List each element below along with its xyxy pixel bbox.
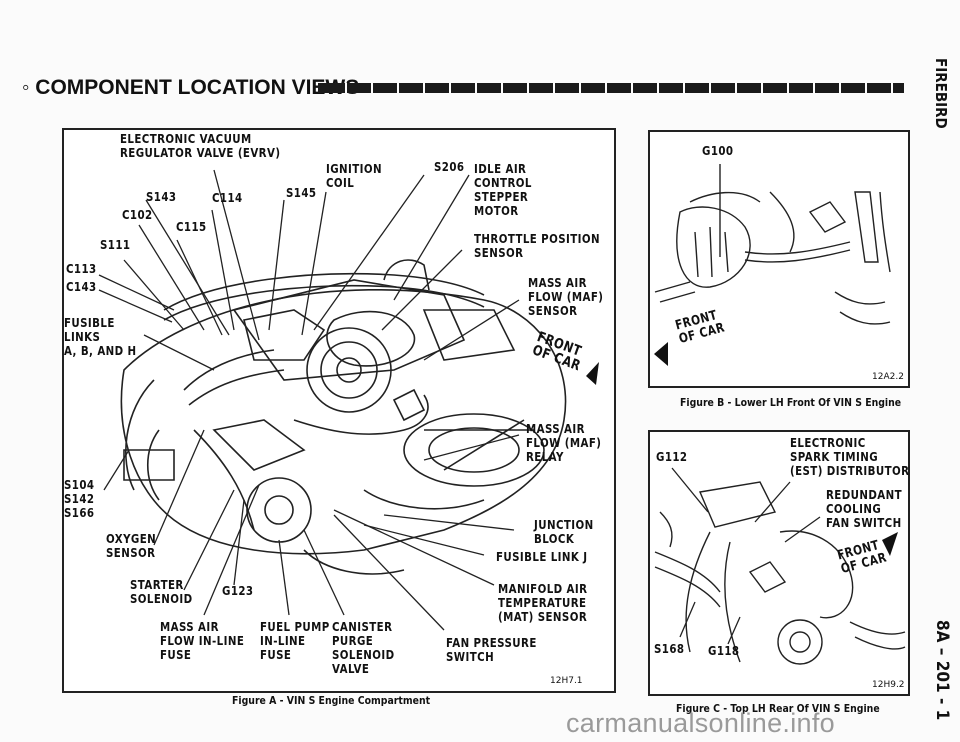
header-rule-tick xyxy=(891,83,893,93)
label-c102: C102 xyxy=(122,207,153,222)
side-tab-bottom: 8A – 201 - 1 xyxy=(912,620,960,730)
header-rule-tick xyxy=(865,83,867,93)
watermark-text: carmanualsonline.info xyxy=(566,708,835,738)
figure-b-front-arrow xyxy=(654,342,668,366)
figure-a-code: 12H7.1 xyxy=(550,676,583,686)
label-ignition-coil: IGNITION COIL xyxy=(326,161,383,190)
label-c113: C113 xyxy=(66,261,97,276)
label-s111: S111 xyxy=(100,237,131,252)
label-junction-block: JUNCTION BLOCK xyxy=(534,517,594,546)
page-title-text: COMPONENT LOCATION VIEWS xyxy=(35,76,360,99)
header-rule-tick xyxy=(813,83,815,93)
label-c115: C115 xyxy=(176,219,207,234)
label-fusible-links: FUSIBLE LINKS A, B, AND H xyxy=(64,315,137,358)
label-evrv: ELECTRONIC VACUUM REGULATOR VALVE (EVRV) xyxy=(120,131,281,160)
label-fan-pressure-switch: FAN PRESSURE SWITCH xyxy=(446,635,537,664)
header-rule-tick xyxy=(501,83,503,93)
label-s145: S145 xyxy=(286,185,317,200)
label-s206: S206 xyxy=(434,159,465,174)
header-rule-tick xyxy=(605,83,607,93)
label-maf-relay: MASS AIR FLOW (MAF) RELAY xyxy=(526,421,602,464)
header-rule-tick xyxy=(527,83,529,93)
header-rule-tick xyxy=(709,83,711,93)
label-g123: G123 xyxy=(222,583,254,598)
header-rule-tick xyxy=(423,83,425,93)
figure-b-code: 12A2.2 xyxy=(872,372,904,382)
label-canister-purge-valve: CANISTER PURGE SOLENOID VALVE xyxy=(332,619,395,676)
header-rule-bar xyxy=(318,83,904,93)
label-s143: S143 xyxy=(146,189,177,204)
label-fuel-pump-fuse: FUEL PUMP IN-LINE FUSE xyxy=(260,619,330,662)
label-g118: G118 xyxy=(708,643,740,658)
figure-a-front-arrow xyxy=(586,362,599,385)
figure-c-front-arrow xyxy=(882,532,898,556)
figure-b-panel: G100 FRONT OF CAR 12A2.2 xyxy=(648,130,910,388)
header-rule-tick xyxy=(735,83,737,93)
header-rule-tick xyxy=(397,83,399,93)
header-rule-tick xyxy=(371,83,373,93)
figure-c-panel: G112 ELECTRONIC SPARK TIMING (EST) DISTR… xyxy=(648,430,910,696)
header-rule-tick xyxy=(787,83,789,93)
label-fusible-link-j: FUSIBLE LINK J xyxy=(496,549,588,564)
label-maf-inline-fuse: MASS AIR FLOW IN-LINE FUSE xyxy=(160,619,245,662)
label-throttle-position-sensor: THROTTLE POSITION SENSOR xyxy=(474,231,600,260)
label-s168: S168 xyxy=(654,641,685,656)
label-est-distributor: ELECTRONIC SPARK TIMING (EST) DISTRIBUTO… xyxy=(790,435,910,478)
figure-c-code: 12H9.2 xyxy=(872,680,905,690)
header-rule-tick xyxy=(475,83,477,93)
header-rule-tick xyxy=(553,83,555,93)
header-rule-tick xyxy=(657,83,659,93)
figure-a-panel: ELECTRONIC VACUUM REGULATOR VALVE (EVRV)… xyxy=(62,128,616,693)
label-oxygen-sensor: OXYGEN SENSOR xyxy=(106,531,157,560)
header-rule-tick xyxy=(761,83,763,93)
side-model-label: FIREBIRD xyxy=(932,58,950,129)
label-starter-solenoid: STARTER SOLENOID xyxy=(130,577,193,606)
side-tab-top: FIREBIRD xyxy=(912,58,960,129)
label-c143: C143 xyxy=(66,279,97,294)
label-mat-sensor: MANIFOLD AIR TEMPERATURE (MAT) SENSOR xyxy=(498,581,588,624)
label-s104-s142-s166: S104 S142 S166 xyxy=(64,477,95,520)
bullet-glyph: ◦ xyxy=(22,76,30,99)
label-idle-air-control: IDLE AIR CONTROL STEPPER MOTOR xyxy=(474,161,532,218)
page-title: ◦ COMPONENT LOCATION VIEWS xyxy=(22,76,359,100)
header-rule-tick xyxy=(579,83,581,93)
header-rule-tick xyxy=(345,83,347,93)
figure-a-engine-drawing xyxy=(98,169,599,631)
side-page-number: 8A – 201 - 1 xyxy=(932,620,952,721)
label-redundant-fan-switch: REDUNDANT COOLING FAN SWITCH xyxy=(826,487,903,530)
label-c114: C114 xyxy=(212,190,243,205)
label-g112: G112 xyxy=(656,449,688,464)
figure-c-caption: Figure C - Top LH Rear Of VIN S Engine xyxy=(676,702,880,715)
header-rule-tick xyxy=(449,83,451,93)
header-rule-tick xyxy=(631,83,633,93)
figure-b-caption: Figure B - Lower LH Front Of VIN S Engin… xyxy=(680,396,902,409)
label-g100: G100 xyxy=(702,143,734,158)
figure-c-engine-drawing xyxy=(654,467,906,665)
figure-b-engine-drawing xyxy=(654,164,891,366)
figure-a-caption: Figure A - VIN S Engine Compartment xyxy=(232,694,431,707)
header-rule-tick xyxy=(683,83,685,93)
header-rule-tick xyxy=(839,83,841,93)
label-maf-sensor: MASS AIR FLOW (MAF) SENSOR xyxy=(528,275,604,318)
